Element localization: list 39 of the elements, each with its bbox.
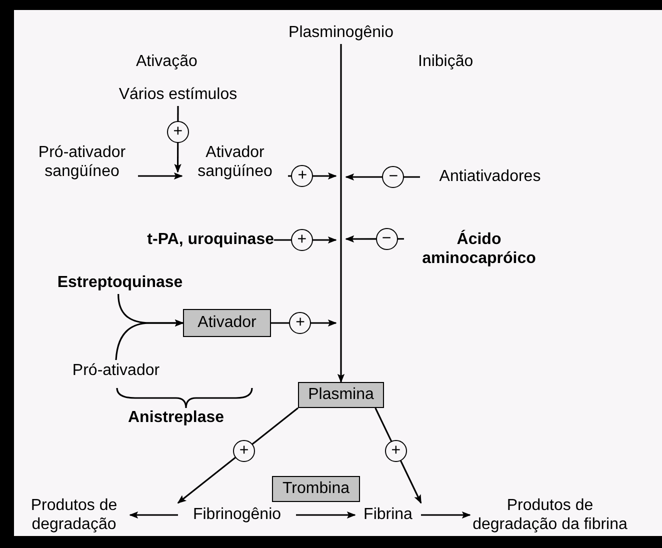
edge-label: + (384, 440, 407, 462)
arrow (177, 407, 298, 504)
node-label: Fibrinogênio (178, 503, 296, 527)
arrow (274, 236, 337, 244)
edge-label: − (376, 228, 398, 250)
edge-label: + (166, 121, 189, 144)
edge-label: + (291, 165, 314, 187)
node-label: Produtos de degradação da fibrina (470, 491, 630, 539)
node-label: Fibrina (355, 503, 421, 527)
node-label: Plasminogênio (276, 22, 406, 44)
node-label: Vários estímulos (100, 84, 256, 106)
edge-label: − (382, 166, 404, 188)
arrow (129, 511, 178, 519)
edge-label: + (290, 229, 313, 251)
arrow (296, 511, 356, 519)
node-label: Pró-ativador (60, 360, 172, 382)
node-label: Pró-ativador sangüíneo (26, 142, 138, 182)
label: Anistreplase (128, 408, 224, 428)
edge-label: + (233, 440, 255, 462)
node-label: Ativador sangüíneo (182, 142, 288, 182)
node-label: Estreptoquinase (38, 272, 202, 294)
process-box: Ativador (183, 309, 271, 337)
arrow (115, 319, 184, 360)
process-box: Trombina (272, 476, 360, 502)
arrow (421, 511, 471, 519)
label: Inibição (418, 52, 474, 72)
arrow (138, 172, 183, 180)
node-label: Produtos de degradação (18, 491, 130, 539)
edge-label: + (289, 312, 312, 334)
arrow (337, 44, 345, 383)
label: Ativação (136, 52, 198, 72)
node-label: Ácido aminocapróico (404, 227, 554, 271)
arrow (374, 408, 422, 504)
node-label: t-PA, uroquinase (108, 229, 274, 251)
process-box: Plasmina (298, 382, 384, 408)
arrow (271, 319, 337, 327)
arrow (345, 235, 404, 243)
arrow (288, 172, 337, 180)
node-label: Antiativadores (420, 166, 560, 188)
